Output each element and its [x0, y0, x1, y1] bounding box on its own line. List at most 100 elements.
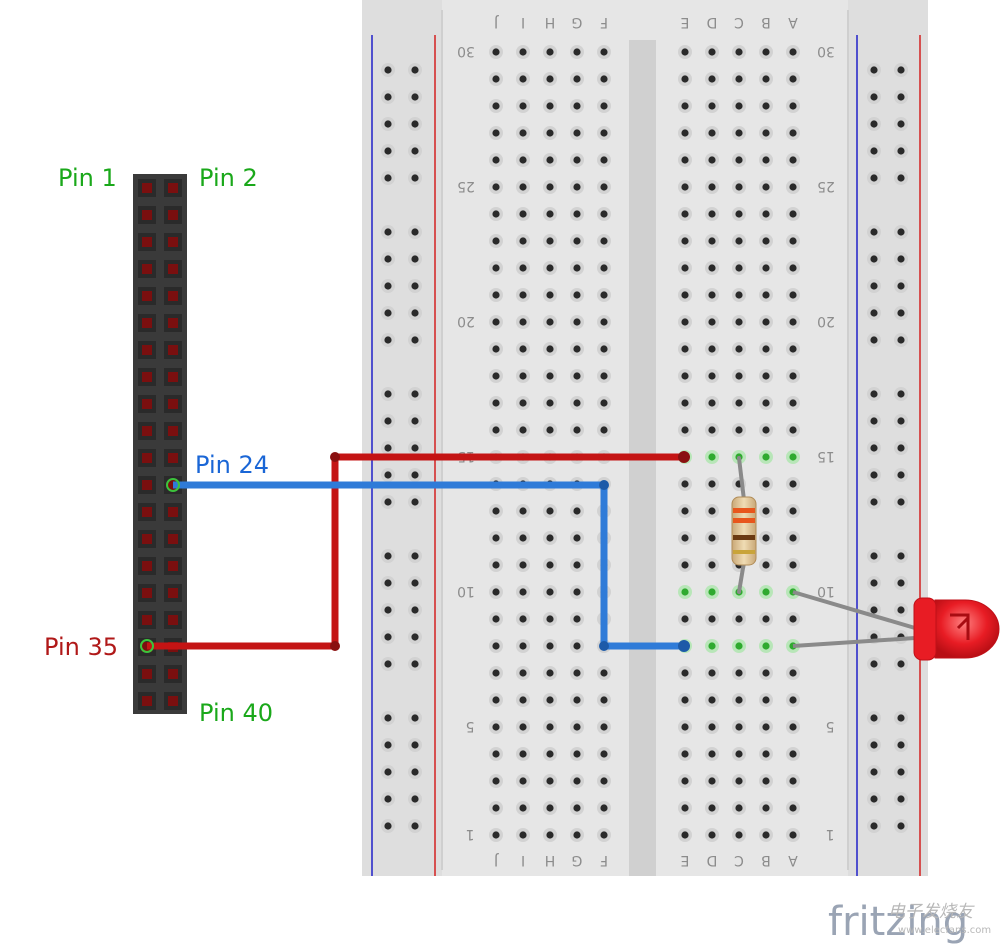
col-letter-A-top: A	[788, 14, 798, 30]
header-pin	[168, 345, 178, 355]
breadboard-hole	[897, 471, 905, 479]
breadboard-hole	[870, 822, 878, 830]
breadboard-hole	[600, 156, 608, 164]
pin-24-highlight	[166, 478, 180, 492]
breadboard-hole	[519, 210, 527, 218]
breadboard-hole	[897, 714, 905, 722]
breadboard-hole	[870, 444, 878, 452]
breadboard-hole	[870, 309, 878, 317]
breadboard-hole	[681, 831, 689, 839]
breadboard: J I H G F E D C B A J I H G F E D C B A …	[362, 0, 928, 876]
breadboard-hole	[384, 471, 392, 479]
led-internal	[950, 613, 970, 640]
breadboard-hole	[384, 768, 392, 776]
breadboard-hole	[573, 183, 581, 191]
header-pin	[168, 318, 178, 328]
breadboard-hole	[681, 426, 689, 434]
led-lead-anode	[792, 590, 916, 630]
breadboard-hole	[762, 831, 770, 839]
breadboard-hole	[492, 723, 500, 731]
breadboard-hole	[870, 228, 878, 236]
breadboard-hole	[681, 129, 689, 137]
gpio-header-body	[133, 174, 187, 714]
breadboard-hole	[897, 795, 905, 803]
breadboard-hole	[384, 390, 392, 398]
breadboard-hole	[897, 228, 905, 236]
breadboard-hole	[735, 75, 743, 83]
breadboard-hole	[492, 75, 500, 83]
breadboard-hole	[708, 264, 716, 272]
breadboard-hole	[519, 399, 527, 407]
col-letter-J-top: J	[494, 14, 499, 30]
breadboard-hole	[573, 642, 581, 650]
breadboard-hole	[546, 615, 554, 623]
breadboard-hole	[546, 237, 554, 245]
breadboard-hole	[573, 831, 581, 839]
breadboard-hole	[573, 345, 581, 353]
breadboard-hole	[789, 507, 797, 515]
breadboard-hole	[411, 228, 419, 236]
breadboard-hole	[789, 723, 797, 731]
resistor-body	[731, 496, 757, 566]
col-letter-I-bottom: I	[521, 852, 525, 868]
breadboard-hole	[492, 183, 500, 191]
left-power-rail	[362, 0, 442, 876]
col-letter-A-bottom: A	[788, 852, 798, 868]
breadboard-hole	[762, 561, 770, 569]
breadboard-hole	[519, 345, 527, 353]
breadboard-hole	[519, 48, 527, 56]
breadboard-hole	[573, 48, 581, 56]
breadboard-hole	[789, 804, 797, 812]
breadboard-hole	[681, 399, 689, 407]
breadboard-hole	[762, 696, 770, 704]
wires	[140, 451, 690, 653]
breadboard-hole	[384, 633, 392, 641]
header-pin	[168, 669, 178, 679]
breadboard-hole	[870, 66, 878, 74]
column-letters-top: J I H G F E D C B A	[494, 14, 798, 30]
row-number-20-right: 20	[817, 313, 835, 329]
breadboard-hole	[762, 507, 770, 515]
breadboard-hole	[519, 237, 527, 245]
breadboard-hole	[411, 255, 419, 263]
breadboard-hole	[492, 129, 500, 137]
breadboard-hole	[384, 498, 392, 506]
breadboard-hole	[681, 318, 689, 326]
header-pin	[168, 372, 178, 382]
col-letter-B-bottom: B	[761, 852, 771, 868]
breadboard-hole	[762, 426, 770, 434]
breadboard-hole	[492, 534, 500, 542]
breadboard-hole	[519, 426, 527, 434]
breadboard-hole	[789, 831, 797, 839]
breadboard-hole	[870, 390, 878, 398]
col-letter-D-top: D	[707, 14, 718, 30]
breadboard-hole	[735, 264, 743, 272]
row-number-10-right: 10	[817, 583, 835, 599]
row-number-1-right: 1	[826, 826, 835, 842]
pin-2-label: Pin 2	[199, 164, 258, 192]
breadboard-hole	[519, 183, 527, 191]
breadboard-hole	[600, 696, 608, 704]
breadboard-hole	[897, 444, 905, 452]
breadboard-hole	[870, 768, 878, 776]
breadboard-hole	[546, 399, 554, 407]
header-pin	[142, 237, 152, 247]
breadboard-hole	[519, 129, 527, 137]
breadboard-hole	[870, 255, 878, 263]
col-letter-B-top: B	[761, 14, 771, 30]
breadboard-hole	[897, 255, 905, 263]
breadboard-hole	[708, 399, 716, 407]
breadboard-hole	[573, 75, 581, 83]
breadboard-hole	[411, 282, 419, 290]
fritzing-logo: fritzing 电子发烧友 www.elecfans.com	[828, 899, 991, 945]
breadboard-hole	[573, 696, 581, 704]
resistor-lead-top	[737, 456, 746, 502]
breadboard-hole	[789, 561, 797, 569]
header-pin	[168, 426, 178, 436]
wire-red-pin35-to-e15	[147, 453, 684, 650]
breadboard-hole	[789, 102, 797, 110]
breadboard-hole	[384, 120, 392, 128]
breadboard-hole	[573, 264, 581, 272]
led-lead-cathode	[792, 636, 916, 648]
header-pin	[142, 318, 152, 328]
